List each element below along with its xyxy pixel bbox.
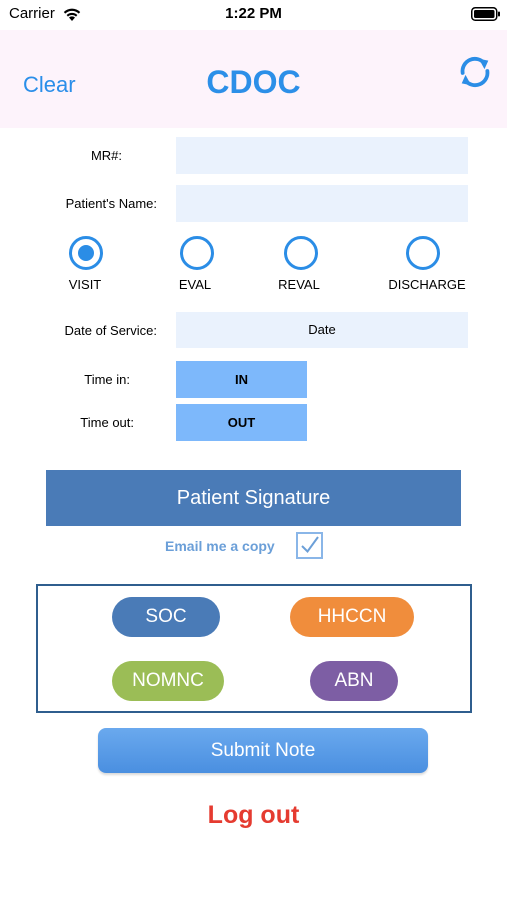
patient-name-input[interactable] xyxy=(176,185,468,222)
logout-button[interactable]: Log out xyxy=(207,801,300,829)
patient-name-label: Patient's Name: xyxy=(65,196,157,211)
date-of-service-label: Date of Service: xyxy=(64,323,158,338)
radio-eval-circle[interactable] xyxy=(180,236,214,270)
app-title: CDOC xyxy=(206,64,301,100)
email-copy-checkbox[interactable] xyxy=(296,532,323,559)
carrier-name: Carrier xyxy=(9,5,55,22)
radio-reval-circle[interactable] xyxy=(284,236,318,270)
radio-discharge-circle[interactable] xyxy=(406,236,440,270)
radio-visit[interactable] xyxy=(66,236,106,270)
logout-row: Log out xyxy=(0,801,507,830)
abn-button[interactable]: ABN xyxy=(310,661,398,701)
checkmark-icon xyxy=(301,536,319,554)
submit-note-button[interactable]: Submit Note xyxy=(98,728,428,773)
patient-signature-button[interactable]: Patient Signature xyxy=(46,470,461,526)
time-in-label: Time in: xyxy=(84,372,130,387)
time-in-button[interactable]: IN xyxy=(176,361,307,398)
nomnc-button[interactable]: NOMNC xyxy=(112,661,224,701)
radio-discharge-label: DISCHARGE xyxy=(388,277,466,292)
battery-icon xyxy=(471,7,500,21)
wifi-icon xyxy=(63,8,81,21)
soc-button[interactable]: SOC xyxy=(112,597,220,637)
email-copy-label: Email me a copy xyxy=(165,538,275,554)
refresh-icon[interactable] xyxy=(456,52,494,92)
radio-eval[interactable] xyxy=(178,236,218,270)
header-bar xyxy=(0,30,507,128)
radio-eval-label: EVAL xyxy=(178,277,212,292)
hhccn-button[interactable]: HHCCN xyxy=(290,597,414,637)
mr-input[interactable] xyxy=(176,137,468,174)
radio-visit-circle[interactable] xyxy=(69,236,103,270)
forms-panel xyxy=(36,584,472,713)
radio-discharge[interactable] xyxy=(404,236,444,270)
radio-reval-label: REVAL xyxy=(278,277,320,292)
clear-button[interactable]: Clear xyxy=(23,72,76,97)
date-button[interactable]: Date xyxy=(176,312,468,348)
mr-label: MR#: xyxy=(90,148,122,163)
time-out-button[interactable]: OUT xyxy=(176,404,307,441)
status-bar xyxy=(0,0,507,30)
radio-visit-label: VISIT xyxy=(68,277,102,292)
radio-reval[interactable] xyxy=(282,236,322,270)
time-out-label: Time out: xyxy=(80,415,134,430)
status-time: 1:22 PM xyxy=(225,5,282,22)
